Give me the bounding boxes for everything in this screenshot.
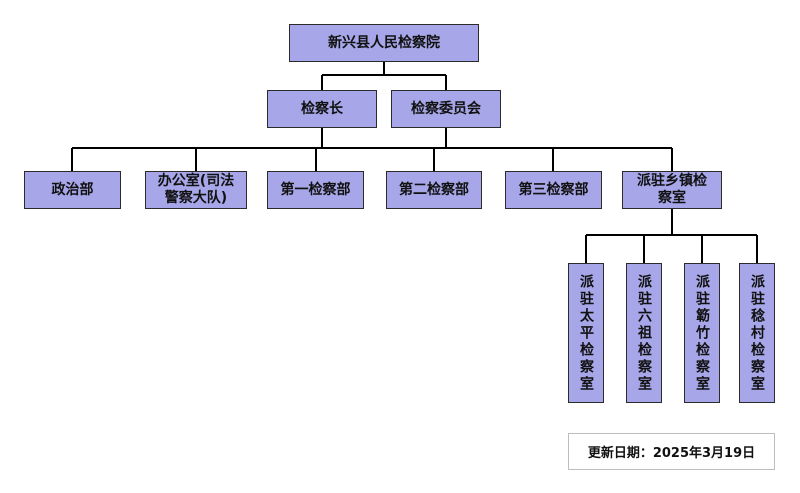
sub-office-label-lezhu: 派驻簕竹检察室: [694, 273, 710, 393]
dept-box-dispatched: 派驻乡镇检察室: [622, 171, 722, 209]
sub-office-box-rencun: 派驻稔村检察室: [739, 263, 775, 403]
sub-office-label-liuzu: 派驻六祖检察室: [636, 273, 652, 393]
sub-office-label-rencun: 派驻稔村检察室: [749, 273, 765, 393]
update-date-label: 更新日期：2025年3月19日: [587, 446, 756, 461]
procuratorial-committee-label: 检察委员会: [411, 100, 481, 117]
dept-box-office: 办公室(司法警察大队): [145, 171, 247, 209]
dept-label-office: 办公室(司法警察大队): [157, 173, 235, 206]
dept-box-political: 政治部: [24, 171, 121, 209]
dept-label-political: 政治部: [51, 181, 94, 198]
update-date-box: 更新日期：2025年3月19日: [568, 433, 775, 470]
chief-prosecutor-box: 检察长: [267, 90, 377, 128]
org-root-label: 新兴县人民检察院: [328, 34, 440, 51]
dept-label-second: 第二检察部: [399, 181, 469, 198]
dept-label-first: 第一检察部: [280, 181, 351, 198]
dept-box-second: 第二检察部: [386, 171, 482, 209]
dept-label-third: 第三检察部: [518, 181, 589, 198]
sub-office-box-taiping: 派驻太平检察室: [568, 263, 604, 403]
sub-office-box-lezhu: 派驻簕竹检察室: [684, 263, 720, 403]
dept-box-third: 第三检察部: [505, 171, 602, 209]
dept-label-dispatched: 派驻乡镇检察室: [637, 173, 707, 206]
sub-office-label-taiping: 派驻太平检察室: [578, 273, 594, 393]
procuratorial-committee-box: 检察委员会: [391, 90, 501, 128]
org-root-box: 新兴县人民检察院: [289, 24, 479, 62]
chief-prosecutor-label: 检察长: [301, 100, 343, 117]
dept-box-first: 第一检察部: [267, 171, 364, 209]
sub-office-box-liuzu: 派驻六祖检察室: [626, 263, 662, 403]
